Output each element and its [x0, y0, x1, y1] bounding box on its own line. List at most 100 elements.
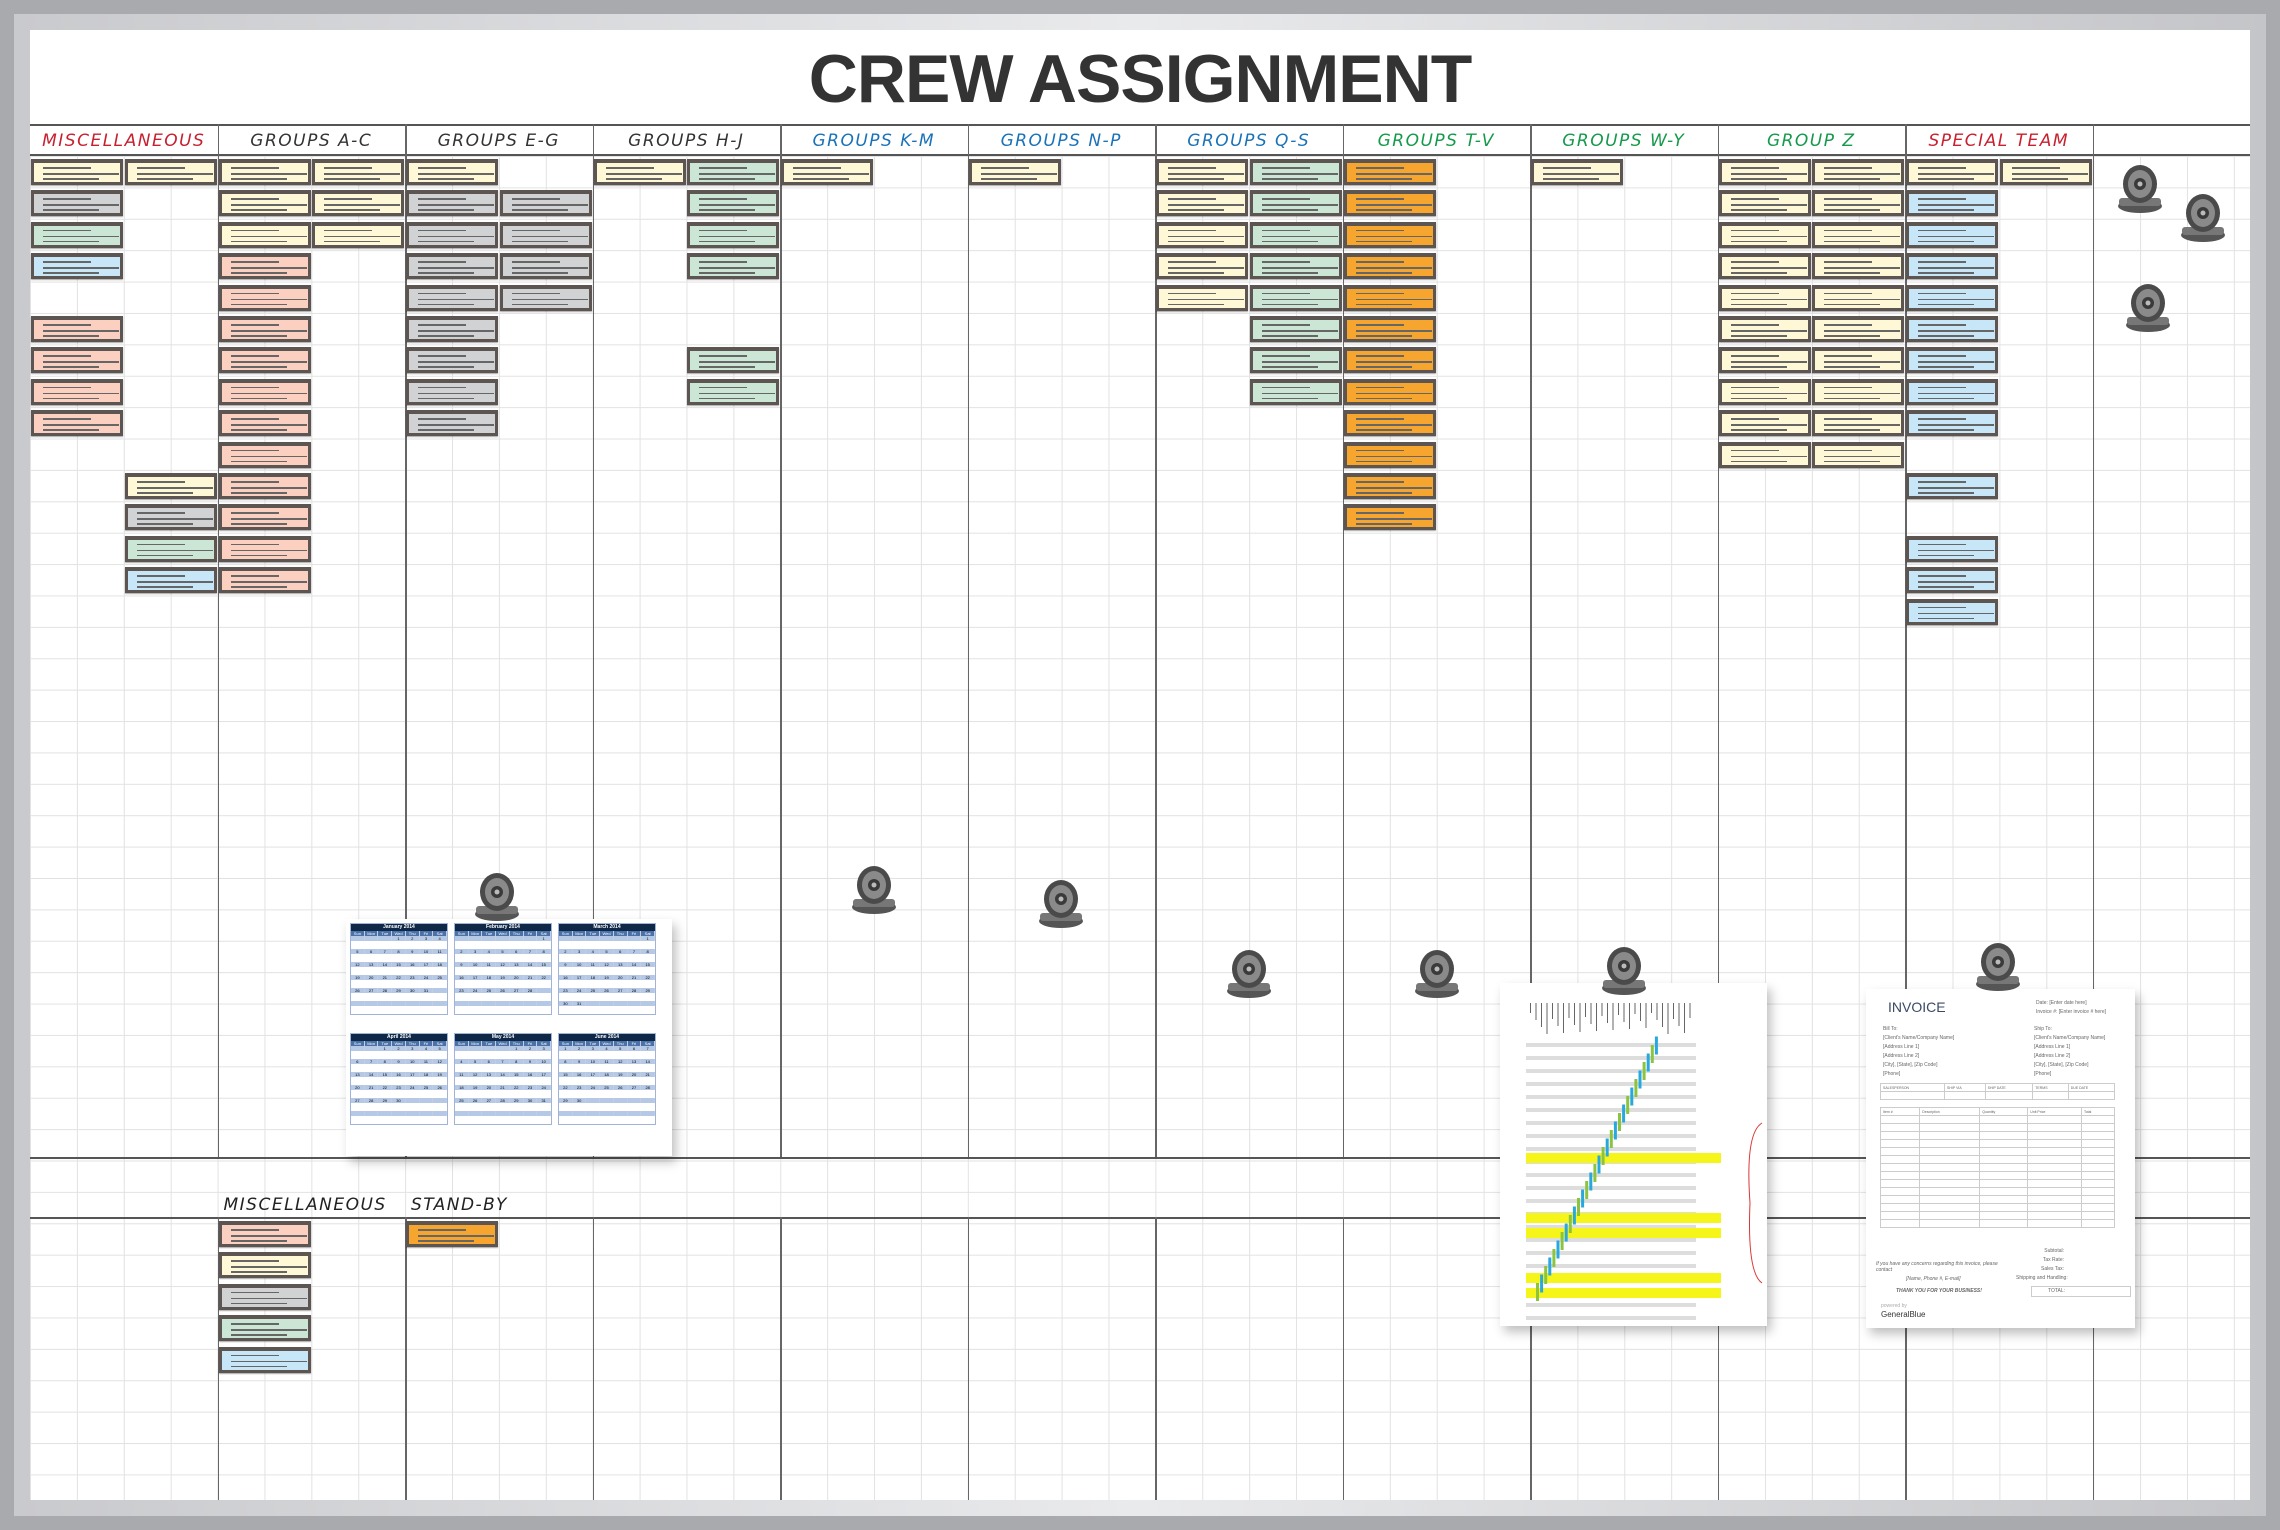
table-cell[interactable]: [1879, 1139, 1921, 1148]
assignment-card[interactable]: [1906, 535, 1998, 562]
table-cell[interactable]: [1919, 1187, 1981, 1196]
assignment-card[interactable]: [1718, 410, 1811, 437]
table-cell[interactable]: [2080, 1123, 2116, 1132]
table-cell[interactable]: [1879, 1179, 1921, 1188]
table-cell[interactable]: [2027, 1147, 2082, 1156]
assignment-card[interactable]: [1812, 378, 1905, 405]
table-cell[interactable]: [1979, 1195, 2029, 1204]
assignment-card[interactable]: [218, 159, 311, 185]
table-cell[interactable]: [1919, 1139, 1981, 1148]
assignment-card[interactable]: [218, 253, 311, 280]
assignment-card[interactable]: [1906, 316, 1998, 342]
table-cell[interactable]: [2080, 1155, 2116, 1164]
table-cell[interactable]: [2080, 1147, 2116, 1156]
assignment-card[interactable]: [218, 1283, 311, 1310]
assignment-card[interactable]: [406, 221, 498, 248]
column-header[interactable]: MISCELLANEOUS: [42, 131, 206, 151]
assignment-card[interactable]: [1343, 284, 1436, 311]
assignment-card[interactable]: [406, 190, 498, 217]
assignment-card[interactable]: [31, 410, 123, 437]
assignment-card[interactable]: [499, 253, 592, 280]
table-cell[interactable]: [2027, 1187, 2082, 1196]
column-header[interactable]: SPECIAL TEAM: [1928, 131, 2070, 151]
assignment-card[interactable]: [1343, 473, 1436, 499]
magnet-clip-icon[interactable]: [1601, 946, 1647, 996]
magnet-clip-icon[interactable]: [1414, 949, 1460, 999]
table-cell[interactable]: [2080, 1179, 2116, 1188]
assignment-card[interactable]: [218, 1252, 311, 1279]
table-cell[interactable]: [2080, 1187, 2116, 1196]
assignment-card[interactable]: [499, 190, 592, 217]
invoice-printout[interactable]: INVOICE Date: [Enter date here] Invoice …: [1866, 989, 2135, 1328]
table-cell[interactable]: [1919, 1211, 1981, 1220]
table-cell[interactable]: [2080, 1203, 2116, 1212]
assignment-card[interactable]: [218, 535, 311, 562]
assignment-card[interactable]: [1156, 159, 1248, 185]
table-cell[interactable]: [2027, 1211, 2082, 1220]
column-header[interactable]: GROUPS N-P: [1000, 131, 1122, 151]
assignment-card[interactable]: [1718, 284, 1811, 311]
table-cell[interactable]: [1879, 1123, 1921, 1132]
assignment-card[interactable]: [406, 378, 498, 405]
table-cell[interactable]: [2027, 1179, 2082, 1188]
magnet-clip-icon[interactable]: [2125, 283, 2171, 333]
column-header[interactable]: GROUPS H-J: [628, 131, 745, 151]
table-cell[interactable]: [1919, 1115, 1981, 1124]
assignment-card[interactable]: [1999, 159, 2092, 185]
assignment-card[interactable]: [1249, 190, 1342, 217]
table-cell[interactable]: [1979, 1155, 2029, 1164]
table-cell[interactable]: [1979, 1139, 2029, 1148]
assignment-card[interactable]: [1156, 221, 1248, 248]
table-cell[interactable]: [2080, 1211, 2116, 1220]
assignment-card[interactable]: [218, 1346, 311, 1373]
table-cell[interactable]: [1919, 1163, 1981, 1172]
table-cell[interactable]: [2080, 1163, 2116, 1172]
table-cell[interactable]: [1879, 1171, 1921, 1180]
table-cell[interactable]: [1879, 1203, 1921, 1212]
assignment-card[interactable]: [218, 221, 311, 248]
assignment-card[interactable]: [124, 159, 217, 185]
assignment-card[interactable]: [1812, 284, 1905, 311]
table-cell[interactable]: [2027, 1131, 2082, 1140]
table-cell[interactable]: [1979, 1219, 2029, 1228]
table-cell[interactable]: [2027, 1115, 2082, 1124]
assignment-card[interactable]: [406, 316, 498, 342]
table-cell[interactable]: [1879, 1155, 1921, 1164]
assignment-card[interactable]: [1718, 378, 1811, 405]
assignment-card[interactable]: [1812, 316, 1905, 342]
table-cell[interactable]: [1979, 1171, 2029, 1180]
table-cell[interactable]: [2080, 1139, 2116, 1148]
table-cell[interactable]: [1979, 1211, 2029, 1220]
assignment-card[interactable]: [1718, 253, 1811, 280]
assignment-card[interactable]: [1718, 316, 1811, 342]
assignment-card[interactable]: [1718, 347, 1811, 374]
column-header[interactable]: GROUPS Q-S: [1187, 131, 1311, 151]
assignment-card[interactable]: [781, 159, 873, 185]
table-cell[interactable]: [1919, 1147, 1981, 1156]
assignment-card[interactable]: [31, 316, 123, 342]
table-cell[interactable]: [2027, 1195, 2082, 1204]
table-cell[interactable]: [1879, 1211, 1921, 1220]
table-cell[interactable]: [1979, 1115, 2029, 1124]
assignment-card[interactable]: [218, 441, 311, 468]
table-cell[interactable]: [1979, 1187, 2029, 1196]
assignment-card[interactable]: [1343, 221, 1436, 248]
table-cell[interactable]: [2080, 1195, 2116, 1204]
assignment-card[interactable]: [499, 284, 592, 311]
table-cell[interactable]: [1919, 1123, 1981, 1132]
assignment-card[interactable]: [406, 253, 498, 280]
assignment-card[interactable]: [1812, 410, 1905, 437]
table-cell[interactable]: [1984, 1091, 2034, 1100]
gantt-schedule-printout[interactable]: [1500, 983, 1767, 1326]
assignment-card[interactable]: [406, 159, 498, 185]
assignment-card[interactable]: [1906, 378, 1998, 405]
table-cell[interactable]: [1979, 1203, 2029, 1212]
assignment-card[interactable]: [1249, 253, 1342, 280]
assignment-card[interactable]: [1156, 253, 1248, 280]
assignment-card[interactable]: [1812, 347, 1905, 374]
assignment-card[interactable]: [1906, 567, 1998, 594]
table-cell[interactable]: [1979, 1123, 2029, 1132]
table-cell[interactable]: [1919, 1195, 1981, 1204]
table-cell[interactable]: [2027, 1123, 2082, 1132]
